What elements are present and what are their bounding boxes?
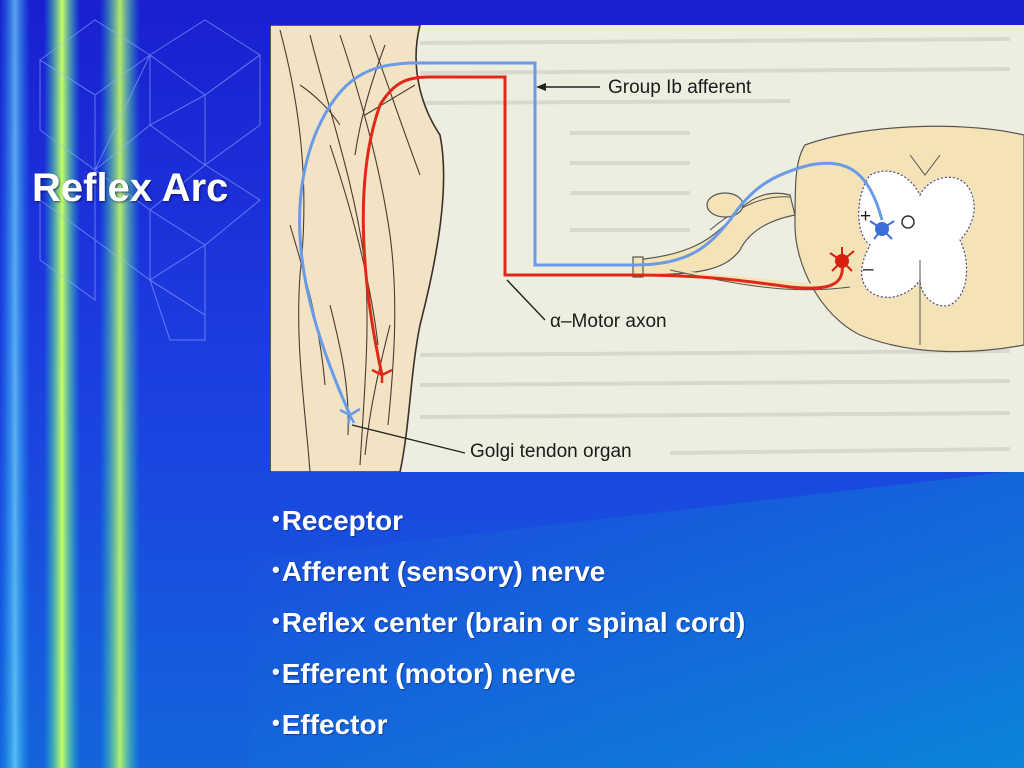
group-ib-afferent-fiber [298, 61, 884, 416]
spinal-cord [794, 125, 1024, 353]
slide-title: Reflex Arc [32, 166, 229, 210]
leader-lines [351, 86, 600, 454]
excitatory-sign: + [860, 206, 871, 227]
leg-muscle [270, 25, 445, 472]
background-text-texture [419, 37, 1011, 455]
bullet-dot: • [272, 557, 280, 582]
bullet-text: Efferent (motor) nerve [281, 658, 576, 689]
bullet-dot: • [272, 506, 280, 531]
bullet-dot: • [272, 659, 280, 684]
bullet-item: •Receptor [272, 496, 745, 547]
bullet-dot: • [272, 710, 280, 735]
bullet-text: Reflex center (brain or spinal cord) [281, 607, 746, 638]
dorsal-root-ganglion [706, 192, 744, 218]
wireframe-cubes [39, 19, 261, 341]
reflex-arc-diagram: + – Group Ib afferent α–Motor axon Golgi… [270, 25, 1024, 472]
central-canal [901, 215, 915, 229]
inhibitory-sign: – [863, 259, 874, 280]
afferent-receptor-ending [339, 407, 361, 426]
glow-stripe [44, 0, 80, 768]
nerve-trunk [634, 192, 796, 276]
afferent-arrowhead [536, 83, 546, 91]
bullet-dot: • [272, 608, 280, 633]
label-alpha-motor-axon: α–Motor axon [550, 311, 667, 332]
muscle-contours [279, 29, 421, 472]
bullet-text: Receptor [281, 505, 404, 536]
bullet-text: Effector [281, 709, 388, 740]
interneuron [869, 220, 895, 240]
bullet-list: •Receptor •Afferent (sensory) nerve •Ref… [272, 496, 745, 751]
bullet-text: Afferent (sensory) nerve [281, 556, 606, 587]
bullet-item: •Reflex center (brain or spinal cord) [272, 598, 745, 649]
motor-neuron [829, 247, 855, 272]
motor-end-plate [371, 368, 393, 383]
alpha-motor-axon-fiber [361, 75, 844, 376]
bullet-item: •Efferent (motor) nerve [272, 649, 745, 700]
gray-matter [858, 170, 975, 307]
glow-stripe [100, 0, 140, 768]
bullet-item: •Afferent (sensory) nerve [272, 547, 745, 598]
ventral-root [669, 269, 851, 291]
lower-right-panel [250, 470, 1024, 768]
glow-stripe [0, 0, 30, 768]
nerve-cut-end [632, 256, 644, 278]
bullet-item: •Effector [272, 700, 745, 751]
label-golgi-tendon-organ: Golgi tendon organ [470, 441, 632, 462]
dorsal-root [709, 196, 791, 231]
label-group-ib-afferent: Group Ib afferent [608, 77, 752, 98]
